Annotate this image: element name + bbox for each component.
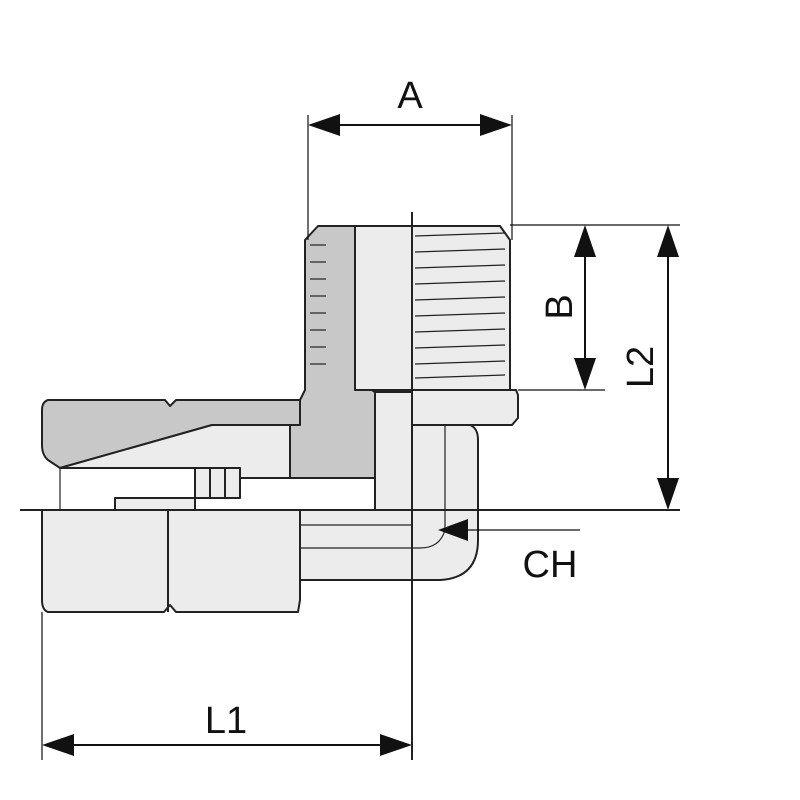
label-l2: L2 [620,346,662,388]
ferrule [194,467,241,499]
elbow-inner-bore [374,391,413,511]
elbow-fitting [20,212,680,760]
label-ch: CH [523,544,578,586]
dimension-a: A [307,75,513,240]
nut-lower-body [41,509,301,613]
left-thread-marks [310,244,326,365]
dimension-l1: L1 [41,612,412,760]
label-a: A [397,75,423,117]
dimension-l2: L2 [605,224,680,510]
elbow-upper-section [289,225,376,479]
male-thread-body [354,225,511,391]
label-b: B [539,294,581,319]
tube-insert [114,497,196,511]
label-l1: L1 [205,700,247,742]
right-thread-marks [414,232,506,379]
elbow-lower-body [299,424,479,581]
hex-collar [411,389,519,426]
dimension-ch: CH [438,519,580,586]
dimension-b: B [510,224,605,391]
